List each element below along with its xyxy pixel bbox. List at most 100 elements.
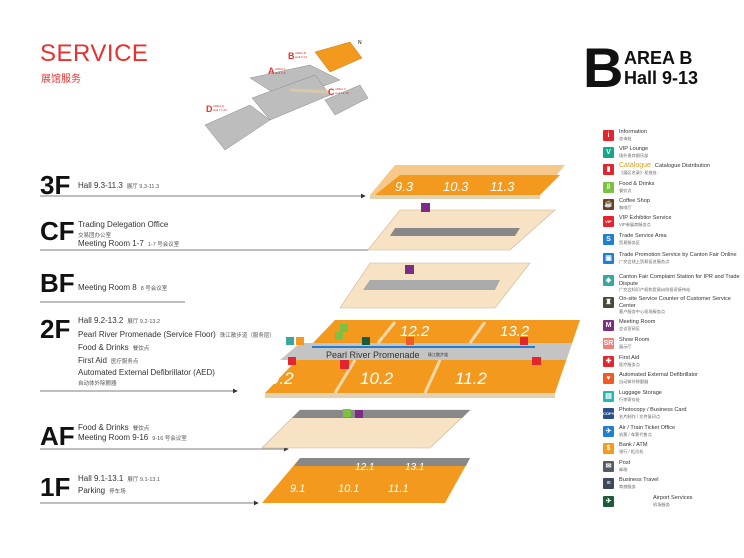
catalogue-icon: ▮ (603, 164, 614, 175)
customer-service-icon: ♜ (603, 297, 614, 308)
legend-label: On-site Service Counter of Customer Serv… (619, 296, 731, 309)
photocopy-icon: COPY (603, 408, 614, 419)
floor-3f-plan: 9.3 10.3 11.3 (370, 165, 565, 199)
legend-label-cn: 银行 / 柜员机 (619, 448, 644, 454)
floor-line: Automated External Defibrillator (AED)自动… (78, 368, 215, 387)
legend-label: Information (619, 129, 647, 135)
bank-atm-icon: $ (603, 443, 614, 454)
floor-plans: 9.3 10.3 11.3 Pearl River Promenade 珠江散步… (40, 165, 580, 506)
legend-label: First Aid (619, 355, 640, 361)
legend-label: Trade Promotion Service by Canton Fair O… (619, 252, 737, 258)
legend-label-cn: 自动体外除颤器 (619, 378, 649, 384)
legend-label: Automated External Defibrillator (619, 372, 698, 378)
floor-code: 1F (40, 472, 71, 502)
legend-label-cn: 《展区名录》发放处 (619, 169, 657, 175)
legend-label-cn: 客户服务中心现场服务点 (619, 309, 666, 314)
legend-label-cn: 咖啡厅 (619, 204, 632, 210)
information-icon (288, 357, 296, 365)
food-drinks-icon (340, 324, 348, 332)
page-title: SERVICE (40, 40, 149, 67)
legend-label: Catalogue Distribution (654, 163, 710, 169)
ticket-office-icon: ✈ (603, 426, 614, 437)
legend-label-cn: 广交会线上贸易促进服务点 (619, 258, 670, 264)
hall-label: 9.1 (290, 483, 305, 495)
legend-label-cn: 餐饮点 (619, 187, 632, 193)
aed-icon (406, 337, 414, 345)
floor-bf-plan (339, 262, 531, 309)
legend-label: Luggage Storage (619, 390, 662, 396)
airport-services-icon: ✈ (603, 496, 614, 507)
floor-code: CF (40, 216, 75, 246)
legend-label: Post (619, 460, 631, 466)
area-a-letter: A (268, 66, 275, 76)
vip-exhibitor-icon (532, 357, 541, 365)
floor-line: Pearl River Promenade (Service Floor)珠江散… (78, 330, 275, 339)
legend-label: Air / Train Ticket Office (619, 425, 676, 431)
business-travel-icon: ≡ (603, 478, 614, 489)
area-a-halls-1-4 (251, 74, 331, 121)
legend-label: Photocopy / Business Card (619, 407, 687, 413)
floor-af-plan (261, 409, 471, 449)
food-drinks-icon (335, 332, 343, 340)
catalogue-logo: Catalogue (619, 162, 651, 169)
floor-code: AF (40, 421, 75, 451)
area-heading: AREA B Hall 9-13 (624, 48, 698, 88)
area-d-halls-17-20 (204, 104, 271, 150)
information-icon (520, 337, 528, 345)
luggage-storage-icon: ▤ (603, 391, 614, 402)
coffee-shop-icon: ☕ (603, 199, 614, 210)
legend-label-cn: 商旅服务 (619, 483, 636, 489)
area-d-name: AREA D (213, 104, 225, 108)
hall-label: 13.2 (500, 323, 530, 340)
floor-1f-plan: 12.1 13.1 9.1 10.1 11.1 (262, 458, 470, 503)
legend-label: Airport Services (653, 495, 693, 501)
airport-services-icon (362, 337, 370, 345)
luggage-storage-icon (286, 337, 294, 345)
legend-label-cn: 机场服务 (653, 501, 670, 507)
hall-label: 11.2 (455, 369, 487, 388)
legend-label-cn: 广交会知识产权和贸易纠纷投诉接待站 (619, 287, 691, 292)
legend-label: Business Travel (619, 477, 659, 483)
area-d-letter: D (206, 104, 213, 114)
legend-label-cn: 咨询处 (619, 135, 632, 141)
area-c-name: AREA C (335, 87, 347, 91)
area-c-halls: Hall 14-16 (335, 91, 349, 95)
legend-label-cn: 名片制作 / 文件复印点 (619, 413, 661, 419)
food-drinks-icon: ‖ (603, 182, 614, 193)
legend-label-cn: 行李寄存处 (619, 396, 640, 402)
legend-item: ▣Trade Promotion Service by Canton Fair … (603, 252, 743, 269)
hall-label: 9.3 (395, 179, 414, 194)
area-b-name: AREA B (295, 51, 306, 55)
first-aid-icon (340, 360, 349, 369)
legend-label: Bank / ATM (619, 442, 648, 448)
page-subtitle: 展馆服务 (41, 74, 81, 85)
show-room-icon: SR (603, 338, 614, 349)
legend-label: VIP Exhibitor Service (619, 215, 672, 221)
meeting-room-icon (355, 410, 363, 418)
